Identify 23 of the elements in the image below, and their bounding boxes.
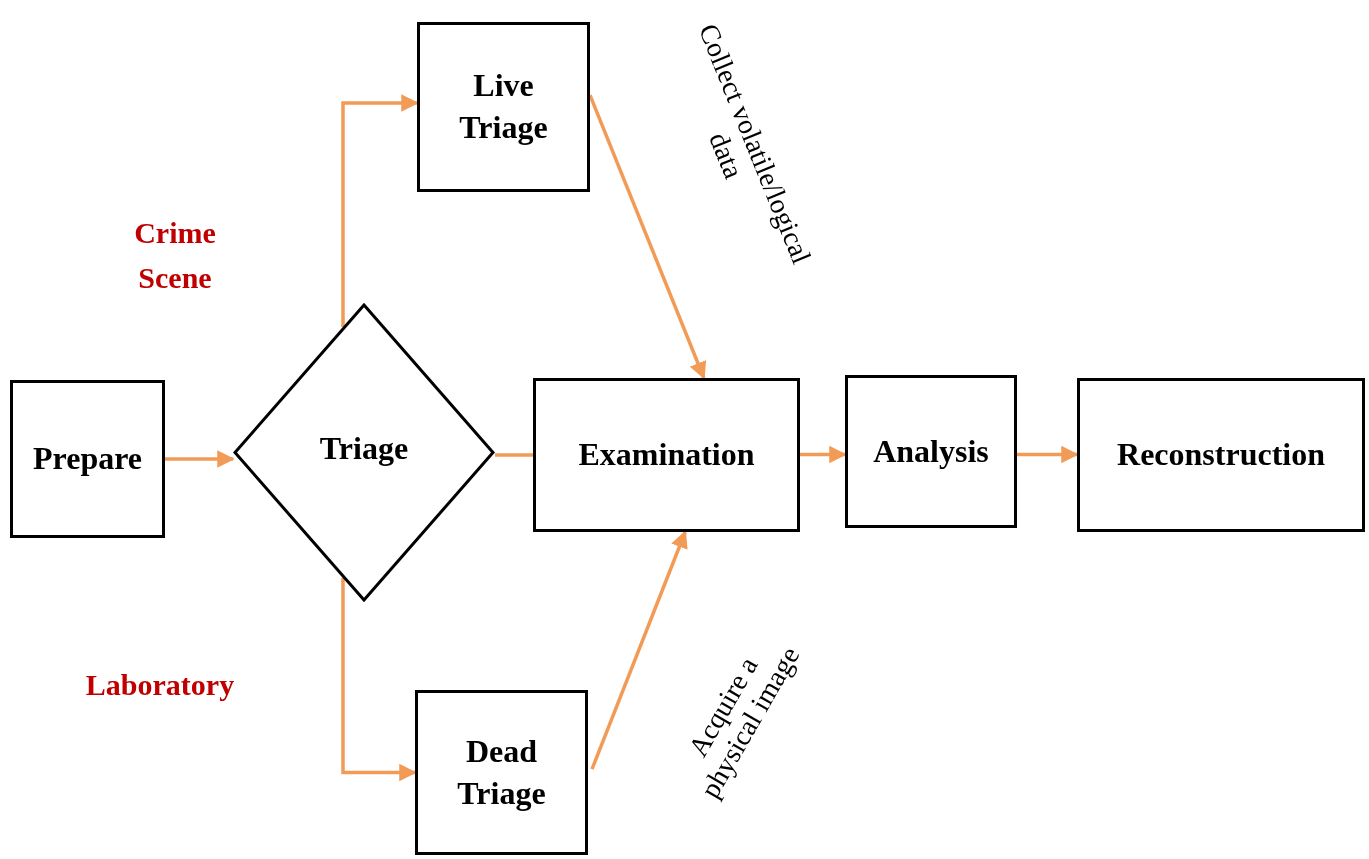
arrow [341,578,417,782]
process-box [533,378,800,532]
arrow [588,94,707,380]
node-label: Dead Triage [456,731,547,813]
node-label: Triage [318,428,410,468]
process-box [845,375,1017,528]
node-label: Reconstruction [1116,435,1326,475]
process-box [10,380,165,538]
node-label: Analysis [872,431,990,471]
arrow [165,450,235,468]
node-label: Live Triage [458,66,549,147]
arrow [800,445,847,464]
arrow [341,94,419,327]
node-label: Prepare [32,439,143,479]
process-box [1077,378,1365,532]
decision-diamond [233,303,495,602]
node-label: Examination [577,435,756,475]
arrow [1017,445,1079,464]
section-label: Laboratory [84,667,236,703]
process-box [417,22,590,192]
section-label: Crime Scene [133,215,217,296]
arrow [590,530,688,770]
process-box [415,690,588,855]
